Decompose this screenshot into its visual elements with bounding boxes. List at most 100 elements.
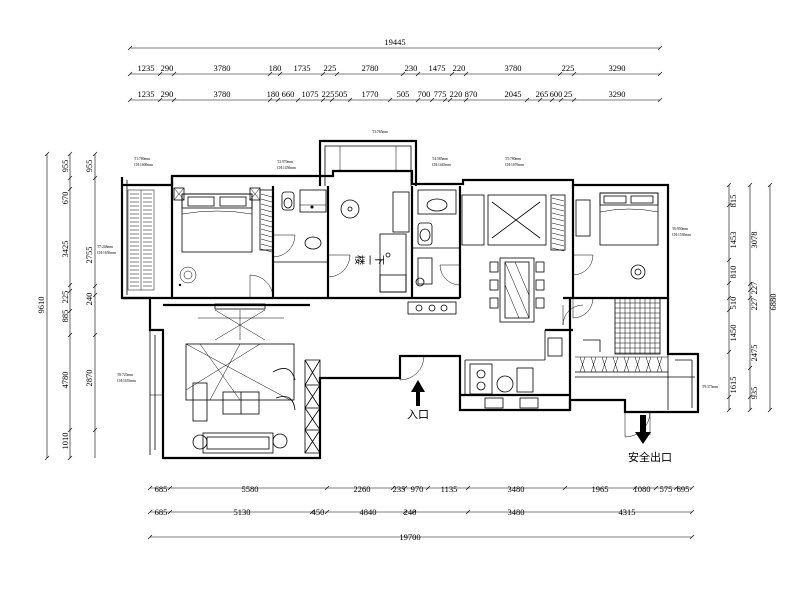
top-dim: 775	[434, 89, 447, 99]
top-dim: 660	[282, 89, 295, 99]
bottom-dim: 3480	[508, 484, 525, 494]
top-dim: 1770	[362, 89, 379, 99]
top-dim: 225	[324, 63, 337, 73]
room-note: T2:970mm	[277, 160, 293, 164]
right-outer-dim: 6880	[768, 294, 778, 311]
right-dim: 810	[728, 266, 738, 279]
left-dim: 885	[60, 310, 70, 323]
room-note: T5:780mm	[505, 157, 521, 161]
top-dim: 3780	[214, 89, 231, 99]
top-dim: 870	[465, 89, 478, 99]
entrance-label: 入口	[407, 409, 429, 421]
top-total-dim: 19445	[384, 37, 405, 47]
stairs-down-label: 下一楼	[354, 253, 385, 265]
top-dim: 180	[267, 89, 280, 99]
right-dim: 1453	[728, 232, 738, 249]
room-note: CH:1450mm	[277, 166, 296, 170]
left-outer-dim: 9610	[36, 297, 46, 314]
bottom-dim: 4840	[360, 507, 377, 517]
bottom-total-dim: 19700	[399, 532, 420, 542]
plant-1	[179, 266, 197, 284]
top-dim: 265	[536, 89, 549, 99]
left-dim: 955	[60, 160, 70, 173]
left-dim: 4780	[60, 372, 70, 389]
room-note: T4:585mm	[432, 157, 448, 161]
top-dim: 3780	[505, 63, 522, 73]
balcony-wall	[318, 139, 418, 186]
furniture: 下一楼	[127, 187, 668, 454]
top-dim: 1235	[138, 63, 155, 73]
dining-table	[489, 257, 545, 323]
bottom-dim: 5130	[234, 507, 251, 517]
bottom-dim: 450	[312, 507, 325, 517]
left-dim: 240	[84, 293, 94, 306]
room-notes: T1:780mm CH:1600mm T2:970mm CH:1450mm T3…	[97, 130, 718, 389]
bottom-dim: 685	[155, 484, 168, 494]
safety-exit-label: 安全出口	[628, 450, 672, 464]
top-dim: 1235	[138, 89, 155, 99]
bathroom-4	[407, 189, 457, 315]
bed-1	[173, 187, 261, 253]
exit-arrow-icon	[635, 415, 651, 444]
right-dim: 3078	[749, 232, 759, 249]
right-dim: 815	[728, 195, 738, 208]
bathroom-3	[340, 191, 410, 293]
top-dim: 2780	[362, 63, 379, 73]
left-dim: 955	[84, 160, 94, 173]
bottom-dim: 1135	[441, 484, 458, 494]
top-dim: 225	[322, 89, 335, 99]
room-note: T9:375mm	[702, 385, 718, 389]
top-dim: 2045	[505, 89, 522, 99]
top-dim: 3290	[609, 63, 626, 73]
tiled-floor	[614, 297, 661, 355]
top-dim: 230	[405, 63, 418, 73]
doors	[150, 234, 651, 438]
dimension-ticks	[44, 45, 773, 540]
room-note: CH:1530mm	[672, 233, 691, 237]
bedroom-5	[461, 194, 566, 251]
top-dim: 220	[450, 89, 463, 99]
bottom-dim: 240	[404, 507, 417, 517]
top-dim: 220	[453, 63, 466, 73]
right-dim: 227	[749, 298, 759, 311]
kitchen-fixtures	[469, 337, 601, 409]
top-dim: 290	[161, 63, 174, 73]
bottom-dim: 1080	[634, 484, 651, 494]
arrows	[411, 380, 651, 444]
storage-cabinet	[575, 356, 668, 373]
top-dim: 3780	[214, 63, 231, 73]
bottom-dim: 235	[393, 484, 406, 494]
top-dim: 25	[564, 89, 573, 99]
bottom-dim: 2260	[354, 484, 371, 494]
bottom-dim: 1965	[592, 484, 609, 494]
room-note: CH:1655mm	[117, 379, 136, 383]
dimension-lines	[46, 47, 771, 538]
left-dim: 1010	[60, 433, 70, 450]
room-note: T3:765mm	[372, 130, 388, 134]
top-dim: 225	[562, 63, 575, 73]
top-dim: 505	[335, 89, 348, 99]
top-dim: 505	[397, 89, 410, 99]
left-dim: 225	[60, 291, 70, 304]
room-note: CH:1650mm	[97, 251, 116, 255]
right-dim: 935	[749, 387, 759, 400]
room-note: T1:780mm	[134, 157, 150, 161]
bottom-dim: 3480	[508, 507, 525, 517]
bottom-dim: 4315	[619, 507, 636, 517]
top-dim: 600	[550, 89, 563, 99]
room-note: CH:1670mm	[505, 163, 524, 167]
top-dim: 180	[269, 63, 282, 73]
bathroom-2	[281, 189, 327, 250]
right-dim: 1615	[728, 377, 738, 394]
balcony-louvers	[127, 189, 155, 291]
louver-slats	[130, 193, 152, 287]
room-note: T8:725mm	[117, 373, 133, 377]
top-dim: 700	[418, 89, 431, 99]
bottom-dim: 970	[411, 484, 424, 494]
top-dim: 1475	[429, 63, 446, 73]
room-note: CH:1445mm	[432, 163, 451, 167]
bottom-dim: 685	[155, 507, 168, 517]
left-dim: 670	[60, 192, 70, 205]
top-dim: 290	[161, 89, 174, 99]
